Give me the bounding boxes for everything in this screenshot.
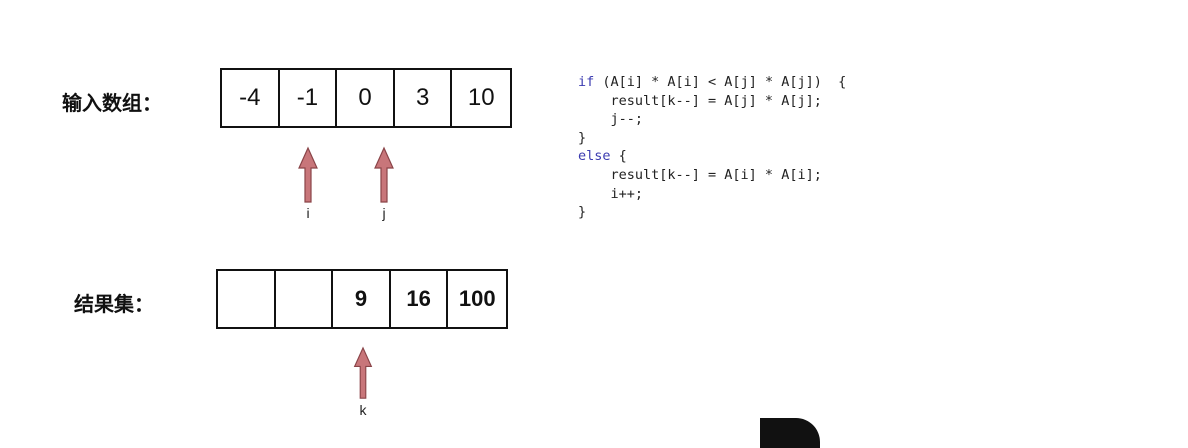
pointer-k-arrow-icon (353, 346, 373, 399)
result-cell: 100 (458, 286, 496, 311)
input-cell: -4 (222, 70, 280, 126)
pointer-i-label: i (306, 205, 310, 221)
code-line: result[k--] = A[j] * A[j]; (578, 92, 822, 109)
code-line: else { (578, 148, 627, 165)
code-line: result[k--] = A[i] * A[i]; (578, 166, 822, 183)
input-array-label: 输入数组： (62, 91, 162, 115)
partial-glyph-shape (760, 418, 820, 448)
result-set-label: 结果集： (74, 292, 154, 316)
result-cell: 9 (333, 271, 391, 327)
result-cell (276, 271, 334, 327)
input-cell: -1 (280, 70, 338, 126)
pointer-j-arrow-icon (374, 146, 394, 203)
result-cell: 16 (391, 271, 449, 327)
result-cell (218, 271, 276, 327)
code-line: } (578, 129, 587, 146)
code-snippet: if (A[i] * A[i] < A[j] * A[j]) { result[… (578, 73, 846, 222)
pointer-j-label: j (382, 205, 386, 221)
input-cell: 10 (467, 84, 495, 111)
pointer-i-arrow-icon (298, 146, 318, 203)
input-cell: 0 (337, 70, 395, 126)
code-line: i++; (578, 185, 644, 202)
code-line: j--; (578, 111, 644, 128)
code-line: if (A[i] * A[i] < A[j] * A[j]) { (578, 74, 847, 90)
pointer-k-label: k (359, 402, 367, 418)
code-line: } (578, 204, 587, 221)
input-array: -4 -1 0 3 10 (220, 68, 512, 128)
result-array: 9 16 100 (216, 269, 508, 329)
input-cell: 3 (395, 70, 453, 126)
